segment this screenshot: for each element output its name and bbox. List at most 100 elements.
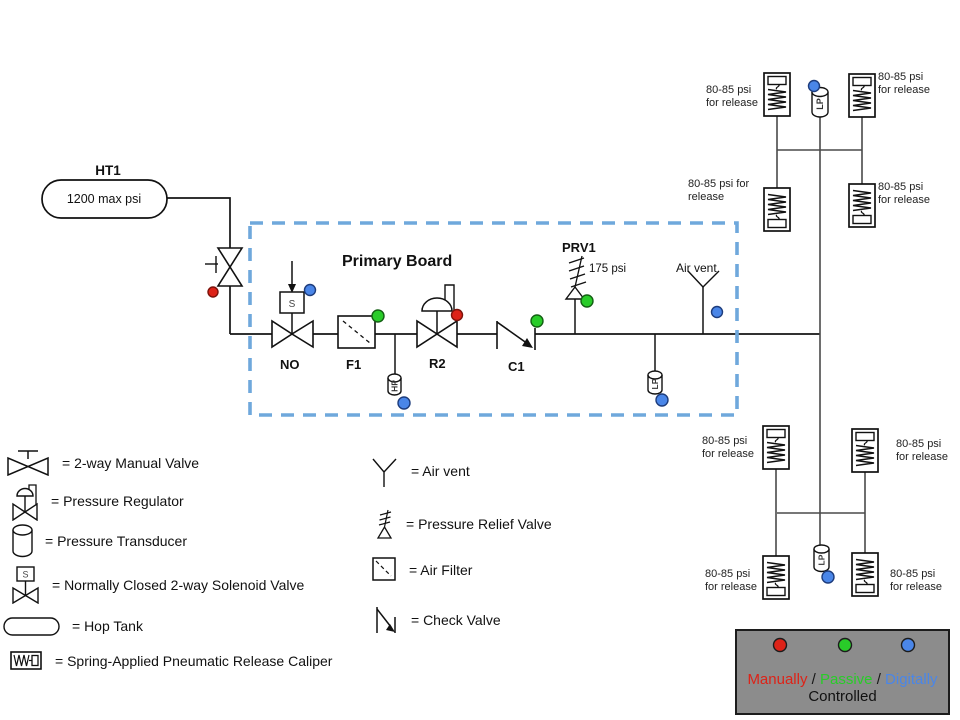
- air-filter-f1: F1: [337, 309, 385, 372]
- regulator-label: R2: [429, 356, 446, 371]
- hp-transducer-label: HP: [390, 380, 400, 392]
- hop-tank-icon: [3, 616, 60, 636]
- caliper-pressure-label: 80-85 psi for release: [896, 438, 948, 463]
- check-valve-label: C1: [508, 359, 525, 374]
- primary-board-outline: [248, 221, 739, 417]
- caliper: [851, 428, 879, 473]
- arrow-icon: [522, 338, 533, 348]
- digital-indicator-dot: [821, 570, 835, 584]
- legend-item-pressure-relief-valve: = Pressure Relief Valve: [375, 508, 552, 539]
- caliper-cluster-bottom: LP: [762, 425, 879, 600]
- caliper-icon: [10, 651, 43, 670]
- pressure-relief-valve-prv1: PRV1 175 psi: [562, 240, 626, 308]
- legend-label: = Air Filter: [409, 561, 473, 578]
- hp-transducer: HP: [387, 373, 411, 410]
- manual-indicator-dot: [207, 286, 219, 298]
- legend-label: = Hop Tank: [72, 618, 143, 634]
- solenoid-letter: S: [289, 299, 296, 310]
- legend-item-pressure-regulator: = Pressure Regulator: [12, 482, 184, 521]
- hop-tank-ht1: HT1 1200 max psi: [41, 163, 168, 219]
- caliper-pressure-label: 80-85 psi for release: [705, 568, 757, 593]
- caliper-pressure-label: 80-85 psi for release: [706, 84, 758, 109]
- caliper: [851, 552, 879, 597]
- passive-indicator-dot: [371, 309, 385, 323]
- lp-transducer-label: LP: [650, 378, 660, 389]
- legend-solenoid-letter: S: [22, 570, 28, 580]
- pressure-transducer-icon: [12, 523, 33, 558]
- filter-label: F1: [346, 357, 361, 372]
- air-vent: Air vent: [676, 261, 724, 319]
- legend-label: = 2-way Manual Valve: [62, 454, 200, 471]
- legend-label: = Normally Closed 2-way Solenoid Valve: [52, 577, 305, 593]
- caliper-pressure-label: 80-85 psi for release: [878, 181, 930, 206]
- primary-board-title: Primary Board: [342, 253, 452, 270]
- manual-indicator-dot: [772, 637, 788, 653]
- solenoid-valve-icon: S: [12, 566, 40, 604]
- digital-indicator-dot: [807, 79, 821, 93]
- caliper-pressure-label: 80-85 psi for release: [890, 568, 942, 593]
- pressure-relief-valve-icon: [375, 508, 394, 540]
- air-vent-icon: [371, 453, 399, 488]
- lp-transducer-label: LP: [815, 98, 825, 110]
- check-valve-c1: C1: [496, 314, 544, 374]
- manually-label: Manually: [747, 671, 808, 688]
- relief-setting-label: 175 psi: [589, 263, 626, 275]
- legend-item-check-valve: = Check Valve: [374, 606, 501, 634]
- legend-label: = Pressure Transducer: [45, 532, 188, 549]
- control-legend-panel: Manually / Passive / Digitally Controlle…: [735, 629, 950, 715]
- passive-indicator-dot: [530, 314, 544, 328]
- digital-indicator-dot: [710, 305, 724, 319]
- legend-label: = Spring-Applied Pneumatic Release Calip…: [55, 652, 333, 669]
- caliper: [848, 73, 876, 118]
- legend-item-pressure-transducer: = Pressure Transducer: [12, 523, 188, 558]
- manual-valve: [205, 247, 244, 298]
- caliper-pressure-label: 80-85 psi for release: [688, 178, 750, 203]
- solenoid-valve-no: S NO: [271, 261, 317, 372]
- digital-indicator-dot: [397, 396, 411, 410]
- relief-valve-label: PRV1: [562, 240, 596, 255]
- passive-indicator-dot: [580, 294, 594, 308]
- arrow-down-icon: [288, 284, 296, 293]
- air-vent-label: Air vent: [676, 261, 717, 275]
- air-filter-icon: [372, 557, 397, 582]
- legend-item-hop-tank: = Hop Tank: [3, 616, 143, 636]
- caliper-pressure-label: 80-85 psi for release: [702, 435, 754, 460]
- supply-line: [167, 197, 231, 334]
- caliper: [848, 183, 876, 228]
- check-valve-icon: [374, 606, 399, 634]
- legend-item-air-filter: = Air Filter: [372, 557, 472, 582]
- caliper-pressure-label: 80-85 psi for release: [878, 71, 930, 96]
- passive-label: Passive: [819, 671, 873, 688]
- caliper: [763, 72, 791, 117]
- legend-label: = Pressure Relief Valve: [406, 515, 552, 532]
- lp-transducer-label: LP: [817, 554, 827, 565]
- legend-item-manual-valve: = 2-way Manual Valve: [6, 449, 199, 476]
- caliper-network-lines: [775, 116, 866, 556]
- digital-indicator-dot: [900, 637, 916, 653]
- controlled-label: Controlled: [808, 688, 877, 705]
- tank-spec: 1200 max psi: [67, 192, 141, 206]
- manual-valve-icon: [6, 449, 50, 476]
- manual-indicator-dot: [450, 308, 464, 322]
- legend-label: = Air vent: [411, 462, 470, 479]
- legend-item-air-vent: = Air vent: [371, 453, 470, 488]
- caliper-cluster-top: LP: [763, 72, 876, 232]
- caliper: [762, 555, 790, 600]
- digital-indicator-dot: [303, 283, 317, 297]
- legend-item-caliper: = Spring-Applied Pneumatic Release Calip…: [10, 651, 332, 670]
- panel-dots: [772, 637, 916, 653]
- caliper: [763, 187, 791, 232]
- control-mode-line: Manually / Passive / Digitally: [747, 671, 938, 688]
- tank-title: HT1: [95, 163, 121, 178]
- lp-transducer-board: LP: [647, 370, 669, 407]
- pressure-regulator-r2: R2: [416, 284, 464, 371]
- digital-indicator-dot: [655, 393, 669, 407]
- digitally-label: Digitally: [885, 671, 938, 688]
- pressure-regulator-icon: [12, 482, 39, 521]
- caliper: [762, 425, 790, 470]
- solenoid-label: NO: [280, 357, 300, 372]
- legend-label: = Check Valve: [411, 612, 501, 628]
- passive-indicator-dot: [837, 637, 853, 653]
